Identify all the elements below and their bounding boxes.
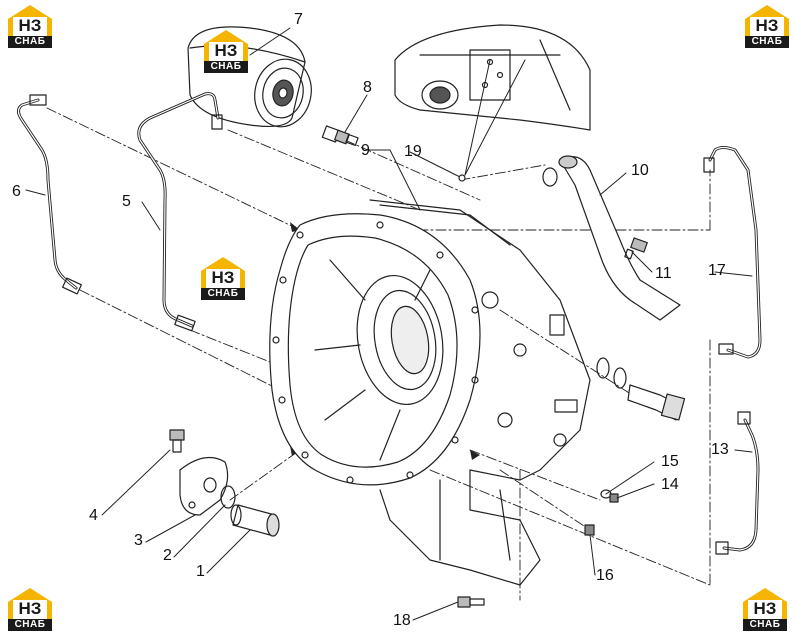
callout-9: 9 xyxy=(361,142,370,159)
line-17-upper-fitting xyxy=(703,157,715,173)
inset-detail xyxy=(394,24,591,131)
line-13-upper-fitting xyxy=(737,411,751,425)
plug-part-16 xyxy=(584,524,595,536)
callout-10: 10 xyxy=(631,162,649,179)
oil-line-part-5-inner xyxy=(138,93,219,327)
line-13-lower-fitting xyxy=(715,541,729,555)
line-17-lower-fitting xyxy=(718,343,734,355)
line-5-upper-fitting xyxy=(211,114,223,130)
logo-mark: НЗ xyxy=(753,599,777,618)
assembly-lines xyxy=(46,107,711,601)
logo-caption: СНАБ xyxy=(201,288,245,300)
callout-15: 15 xyxy=(661,453,679,470)
bolt-part-11 xyxy=(624,237,648,260)
logo-mark: НЗ xyxy=(755,16,779,35)
logo-caption: СНАБ xyxy=(8,619,52,631)
logo-caption: СНАБ xyxy=(745,36,789,48)
sleeve-part-1 xyxy=(230,504,280,537)
flywheel-housing xyxy=(269,199,591,586)
callout-13: 13 xyxy=(711,441,729,458)
callout-14: 14 xyxy=(661,476,679,493)
marker-19 xyxy=(458,174,466,182)
oil-line-part-17 xyxy=(708,146,762,359)
logo-mark: НЗ xyxy=(214,41,238,60)
logo-mark: НЗ xyxy=(18,16,42,35)
callout-6: 6 xyxy=(12,183,21,200)
o-ring-10 xyxy=(542,167,558,187)
brand-logo-top-right: НЗ СНАБ xyxy=(741,3,793,51)
brand-logo-bottom-right: НЗ СНАБ xyxy=(739,586,791,634)
oil-line-part-13 xyxy=(722,418,760,552)
bolt-part-18 xyxy=(457,596,485,608)
callout-2: 2 xyxy=(163,547,172,564)
cover-plate-part-3 xyxy=(179,456,229,516)
logo-caption: СНАБ xyxy=(743,619,787,631)
plug-and-seals xyxy=(596,357,686,421)
callout-4: 4 xyxy=(89,507,98,524)
leader-lines xyxy=(25,27,753,621)
brand-logo-top-left: НЗ СНАБ xyxy=(4,3,56,51)
line-5-lower-fitting xyxy=(174,314,196,332)
callout-19: 19 xyxy=(404,143,422,160)
logo-mark: НЗ xyxy=(211,268,235,287)
callout-1: 1 xyxy=(196,563,205,580)
callout-8: 8 xyxy=(363,79,372,96)
logo-caption: СНАБ xyxy=(204,61,248,73)
bolt-part-4 xyxy=(169,429,185,453)
brand-logo-on-filter: НЗ СНАБ xyxy=(200,28,252,76)
callout-7: 7 xyxy=(294,11,303,28)
callout-17: 17 xyxy=(708,262,726,279)
o-ring-part-2 xyxy=(220,485,236,509)
brand-logo-bottom-left: НЗ СНАБ xyxy=(4,586,56,634)
line-6-upper-fitting xyxy=(29,94,47,106)
callout-5: 5 xyxy=(122,193,131,210)
callout-18: 18 xyxy=(393,612,411,629)
logo-caption: СНАБ xyxy=(8,36,52,48)
line-6-lower-fitting xyxy=(62,277,82,295)
hose-part-10 xyxy=(558,155,681,321)
callout-3: 3 xyxy=(134,532,143,549)
brand-logo-center-left: НЗ СНАБ xyxy=(197,255,249,303)
fitting-part-8 xyxy=(321,125,359,147)
callout-11: 11 xyxy=(655,265,672,282)
logo-mark: НЗ xyxy=(18,599,42,618)
callout-16: 16 xyxy=(596,567,614,584)
